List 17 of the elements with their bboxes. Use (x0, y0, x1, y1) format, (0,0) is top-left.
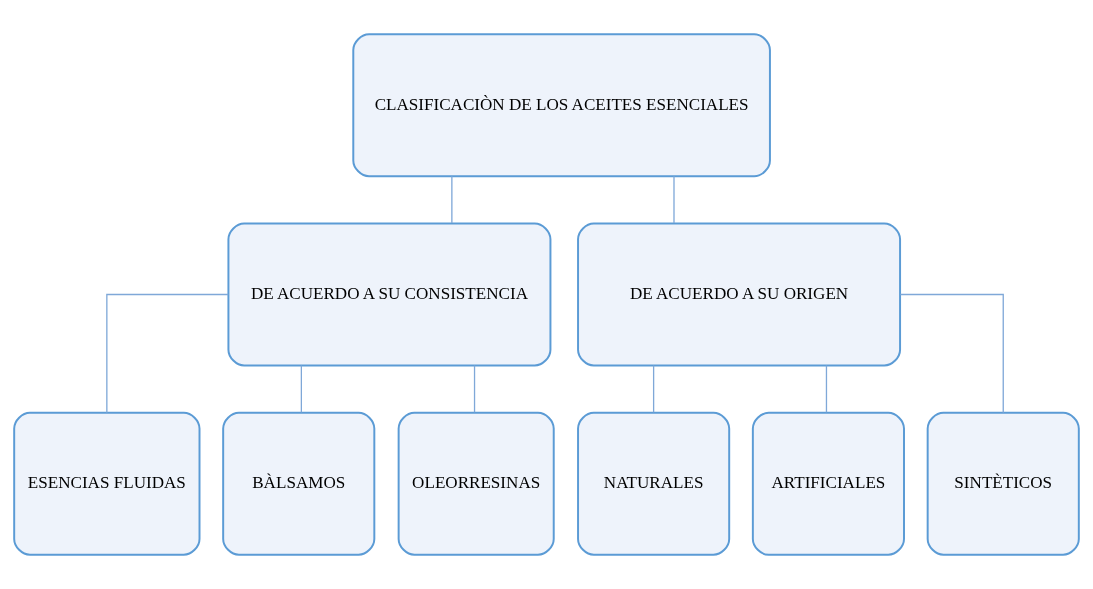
node-box: SINTÈTICOS (926, 411, 1080, 556)
node-box: ESENCIAS FLUIDAS (13, 411, 201, 556)
connector (899, 293, 1004, 414)
connector (473, 364, 476, 413)
node-box: DE ACUERDO A SU ORIGEN (577, 222, 902, 367)
node-box: CLASIFICACIÒN DE LOS ACEITES ESENCIALES (352, 33, 771, 178)
connector (673, 175, 675, 224)
node-box: DE ACUERDO A SU CONSISTENCIA (227, 222, 552, 367)
connector (106, 293, 229, 414)
connector (451, 175, 453, 224)
connector (825, 364, 828, 413)
node-box: OLEORRESINAS (397, 411, 555, 556)
node-box: NATURALES (577, 411, 731, 556)
node-box: BÀLSAMOS (222, 411, 376, 556)
connector (652, 364, 655, 413)
node-box: ARTIFICIALES (751, 411, 905, 556)
connector (300, 364, 303, 413)
